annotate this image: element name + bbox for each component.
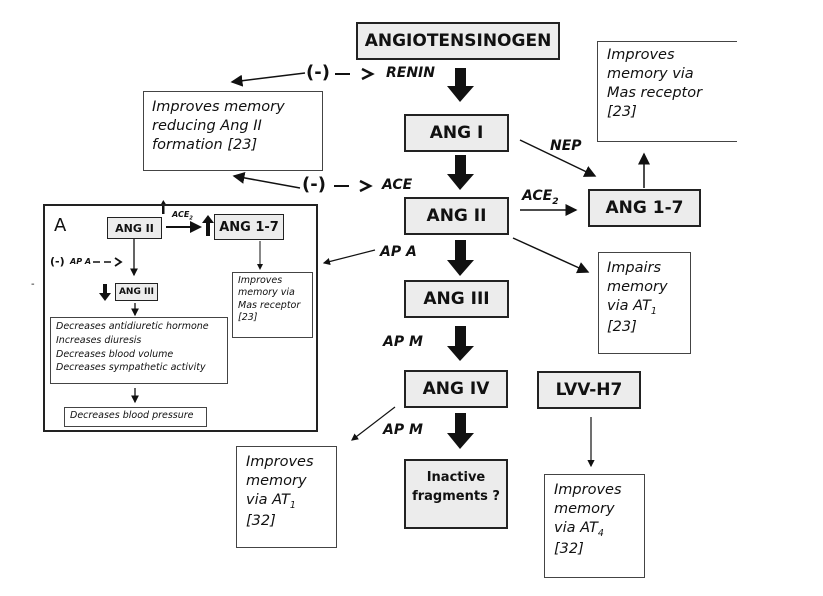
- inset-label-a: A: [54, 215, 67, 236]
- stray-mark: -: [31, 279, 35, 290]
- node-ang1: ANG I: [404, 114, 509, 152]
- improves-at1-sub: 1: [289, 499, 296, 511]
- node-ang4: ANG IV: [404, 370, 508, 408]
- label-inhibit-ace: (-): [302, 174, 326, 195]
- impairs-line2: memory: [607, 278, 668, 295]
- impairs-line1: Impairs: [607, 260, 662, 276]
- node-inactive-fragments: Inactive fragments ?: [404, 459, 508, 529]
- improves-at4-line2: memory: [554, 500, 615, 517]
- improves-at4-line3: via AT4: [554, 519, 635, 540]
- improves-at1-line3: via AT1: [246, 491, 327, 512]
- node-angiotensinogen: ANGIOTENSINOGEN: [356, 22, 560, 60]
- arrow-apa-to-inset: [322, 249, 376, 266]
- label-apa: AP A: [380, 244, 417, 260]
- improves-at1-line1: Improves: [246, 454, 314, 470]
- node-ang3: ANG III: [404, 280, 509, 318]
- inactive-line1: Inactive: [426, 470, 486, 485]
- node-lvvh7: LVV-H7: [537, 371, 641, 409]
- thick-arrow-ang2-to-ang3: [447, 240, 474, 276]
- inset-mas-line3: Mas receptor: [238, 299, 301, 311]
- inset-node-ang2: ANG II: [107, 217, 162, 239]
- impairs-line4: [23]: [607, 318, 637, 335]
- improves-at1-line2: memory: [246, 472, 307, 489]
- label-apm-1: AP M: [383, 334, 423, 350]
- reduce-line3: formation [23]: [152, 136, 258, 153]
- node-ang17: ANG 1-7: [588, 189, 701, 227]
- label-inhibit-renin: (-): [306, 62, 330, 83]
- improves-at4-line1: Improves: [554, 482, 622, 498]
- label-apm-2: AP M: [383, 422, 423, 438]
- effect-reduce-ang2: Improves memory reducing Ang II formatio…: [143, 91, 323, 171]
- mas-top-line1: Improves: [607, 47, 675, 63]
- effect-improves-at1: Improves memory via AT1 [32]: [236, 446, 337, 548]
- reduce-line1: Improves memory: [152, 99, 285, 115]
- inset-node-ang3: ANG III: [115, 283, 158, 301]
- effect-impairs-at1: Impairs memory via AT1 [23]: [598, 252, 691, 354]
- arrow-ace-inhibit-to-box: [232, 171, 301, 189]
- label-ace2: ACE2: [522, 188, 559, 207]
- inset-chevron-apa: [114, 257, 123, 267]
- effect-mas-top: Improves memory via Mas receptor [23]: [597, 41, 737, 142]
- effect-improves-at4: Improves memory via AT4 [32]: [544, 474, 645, 578]
- impairs-at: via AT: [607, 297, 651, 314]
- inset-effect-2: Increases diuresis: [56, 334, 142, 346]
- inset-effect-4: Decreases sympathetic activity: [56, 362, 206, 374]
- mas-top-line4: [23]: [607, 103, 637, 120]
- ace2-text: ACE: [522, 188, 553, 204]
- inset-mas-box: Improves memory via Mas receptor [23]: [232, 272, 313, 338]
- inset-mas-line2: memory via: [238, 287, 295, 299]
- thick-arrow-angiotensinogen-to-ang1: [447, 68, 474, 102]
- node-ang2: ANG II: [404, 197, 509, 235]
- mas-top-line2: memory via: [607, 65, 694, 82]
- improves-at1-line4: [32]: [246, 512, 276, 529]
- arrow-ang2-to-impairs: [512, 237, 590, 274]
- inset-mas-line4: [23]: [238, 312, 258, 324]
- thick-arrow-ang1-to-ang2: [447, 155, 474, 190]
- inset-bp-box: Decreases blood pressure: [64, 407, 207, 427]
- arrow-ang4-to-improves: [351, 406, 396, 441]
- improves-at1-at: via AT: [246, 491, 290, 508]
- chevron-ace: [359, 179, 373, 193]
- arrow-renin-inhibit-to-box: [230, 72, 306, 87]
- inset-ace2-sub: 2: [189, 215, 193, 222]
- ace2-sub: 2: [552, 196, 559, 207]
- chevron-renin: [361, 67, 375, 81]
- inset-label-inhibit: (-): [50, 255, 65, 268]
- inactive-line2: fragments ?: [412, 488, 500, 504]
- inset-ace2-text: ACE: [172, 210, 190, 219]
- improves-at4-line4: [32]: [554, 540, 584, 557]
- inset-up-arrow-ang17: [202, 215, 214, 236]
- inset-down-arrow-ang3: [99, 284, 111, 301]
- impairs-line3: via AT1: [607, 297, 682, 318]
- inset-effect-1: Decreases antidiuretic hormone: [56, 321, 209, 332]
- arrow-nep: [519, 139, 597, 177]
- label-renin: RENIN: [386, 65, 435, 81]
- inset-label-apa: AP A: [70, 257, 92, 266]
- inset-label-ace2: ACE2: [172, 210, 193, 222]
- label-nep: NEP: [550, 138, 582, 154]
- improves-at4-sub: 4: [597, 527, 604, 539]
- label-ace: ACE: [382, 177, 413, 193]
- improves-at4-at: via AT: [554, 519, 598, 536]
- thick-arrow-ang4-to-inactive: [447, 413, 474, 449]
- inset-panel-a: [43, 204, 318, 432]
- inset-mas-line1: Improves: [238, 275, 283, 286]
- reduce-line2: reducing Ang II: [152, 117, 262, 134]
- mas-top-line3: Mas receptor: [607, 84, 703, 101]
- inset-effects-box: Decreases antidiuretic hormone Increases…: [50, 317, 228, 384]
- impairs-at-sub: 1: [650, 305, 657, 317]
- inset-node-ang17: ANG 1-7: [214, 214, 284, 240]
- thick-arrow-ang3-to-ang4: [447, 326, 474, 361]
- inset-effect-3: Decreases blood volume: [56, 348, 174, 360]
